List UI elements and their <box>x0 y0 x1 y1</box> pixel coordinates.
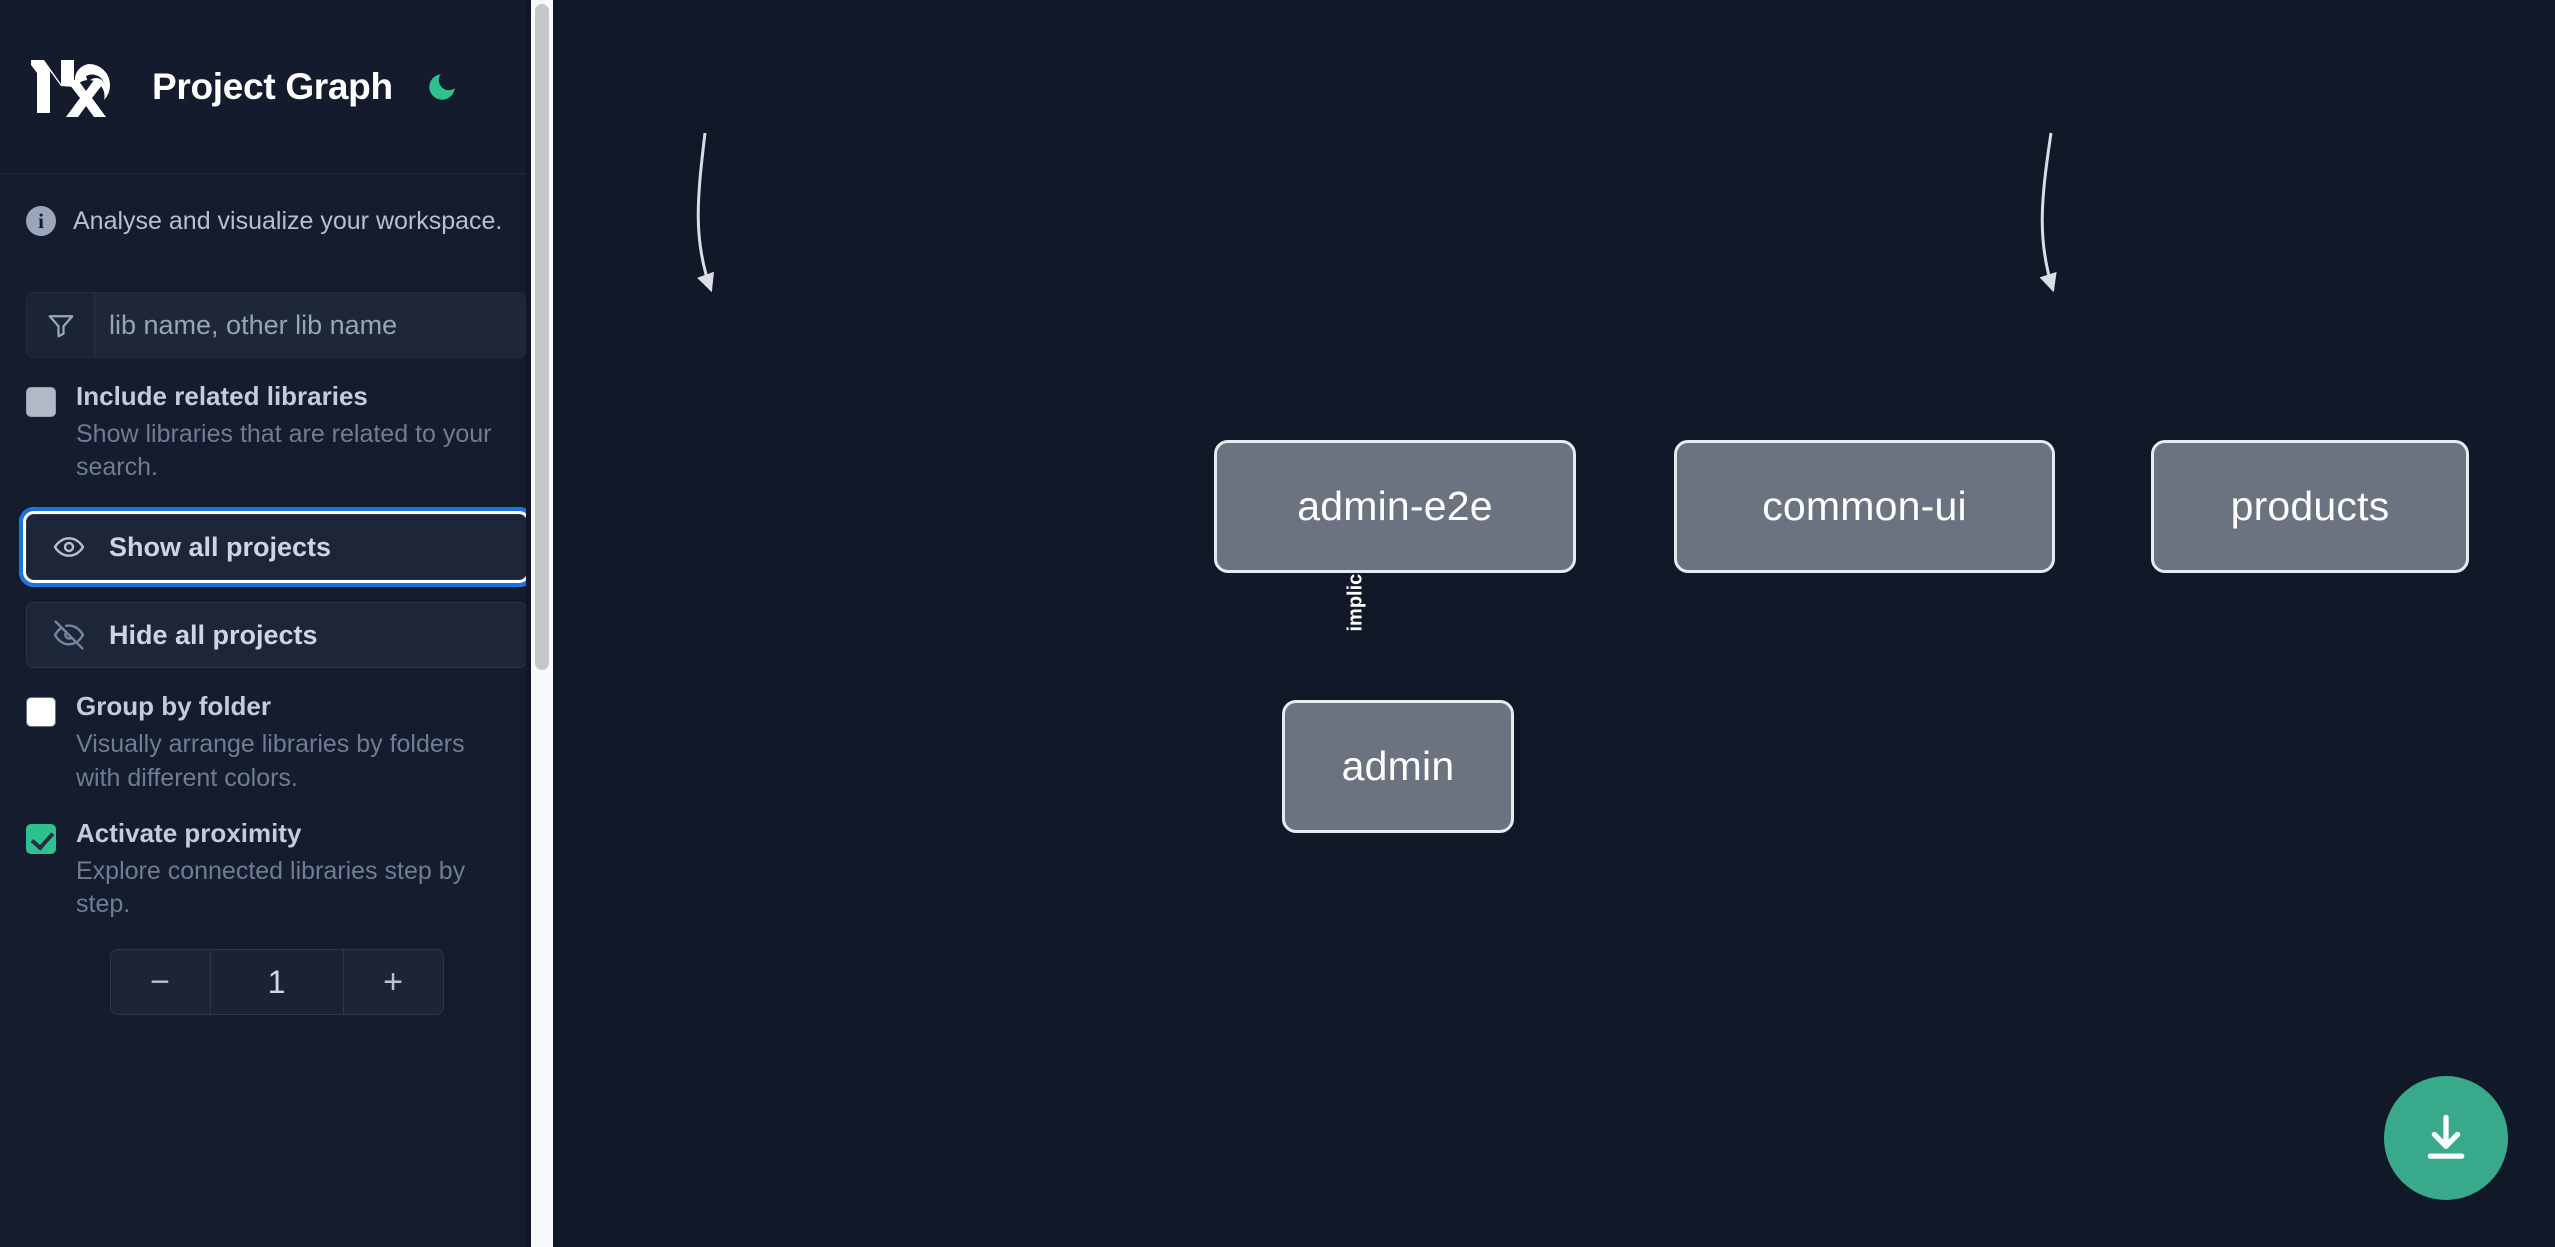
option-group-by-folder[interactable]: Group by folder Visually arrange librari… <box>0 668 553 794</box>
search-box[interactable] <box>26 292 527 358</box>
option-label: Include related libraries <box>76 381 368 411</box>
graph-node-admin-e2e[interactable]: admin-e2e <box>1214 440 1576 573</box>
eye-icon <box>49 527 89 567</box>
sidebar: Project Graph i Analyse and visualize yo… <box>0 0 553 1247</box>
stepper-decrement-button[interactable]: − <box>110 950 211 1015</box>
option-activate-proximity[interactable]: Activate proximity Explore connected lib… <box>0 795 553 921</box>
page-title: Project Graph <box>152 65 393 107</box>
sidebar-divider <box>526 0 531 1247</box>
graph-node-label: admin-e2e <box>1297 483 1493 529</box>
stepper-value: 1 <box>210 950 343 1015</box>
sidebar-tagline-text: Analyse and visualize your workspace. <box>73 206 503 235</box>
hide-all-projects-button[interactable]: Hide all projects <box>26 602 527 669</box>
show-all-projects-label: Show all projects <box>109 531 332 562</box>
edge-store-e2e-to-store <box>2039 132 2057 293</box>
hide-all-projects-label: Hide all projects <box>109 619 318 650</box>
graph-canvas[interactable]: implicit implicit admin-e2e common-ui pr… <box>553 0 2555 1247</box>
eye-off-icon <box>49 615 89 655</box>
filter-funnel-icon <box>27 293 95 357</box>
sidebar-scroll-area: Project Graph i Analyse and visualize yo… <box>0 0 553 1247</box>
option-description: Visually arrange libraries by folders wi… <box>76 730 465 792</box>
checkbox-activate-proximity[interactable] <box>26 823 56 854</box>
option-description: Show libraries that are related to your … <box>76 419 492 482</box>
graph-node-label: products <box>2230 483 2390 529</box>
sidebar-scrollbar[interactable] <box>531 0 553 1247</box>
graph-node-label: admin <box>1341 743 1455 789</box>
proximity-stepper: − 1 + <box>109 949 444 1016</box>
option-label: Activate proximity <box>76 817 302 848</box>
option-label: Group by folder <box>76 691 271 722</box>
download-graph-button[interactable] <box>2384 1076 2508 1200</box>
sidebar-tagline: i Analyse and visualize your workspace. <box>0 174 553 262</box>
graph-node-label: common-ui <box>1762 483 1967 529</box>
graph-node-common-ui[interactable]: common-ui <box>1674 440 2055 573</box>
edge-admin-e2e-to-admin <box>696 132 714 293</box>
checkbox-include-related-libraries[interactable] <box>26 387 56 417</box>
search-section <box>0 262 553 358</box>
sidebar-scrollbar-thumb[interactable] <box>535 4 549 670</box>
moon-icon[interactable] <box>421 66 463 108</box>
proximity-stepper-section: − 1 + <box>0 921 553 1016</box>
graph-edges-layer <box>696 132 2057 293</box>
sidebar-header: Project Graph <box>0 0 553 174</box>
show-all-projects-button[interactable]: Show all projects <box>19 507 534 588</box>
visibility-buttons: Show all projects Hide all projects <box>0 484 553 669</box>
checkbox-group-by-folder[interactable] <box>26 697 56 728</box>
graph-node-admin[interactable]: admin <box>1282 700 1514 833</box>
option-include-related-libraries[interactable]: Include related libraries Show libraries… <box>0 358 553 484</box>
graph-node-products[interactable]: products <box>2151 440 2469 573</box>
search-input[interactable] <box>95 293 526 357</box>
info-icon: i <box>26 206 56 236</box>
option-description: Explore connected libraries step by step… <box>76 856 466 918</box>
nx-logo-icon <box>26 54 126 120</box>
stepper-increment-button[interactable]: + <box>342 950 443 1015</box>
